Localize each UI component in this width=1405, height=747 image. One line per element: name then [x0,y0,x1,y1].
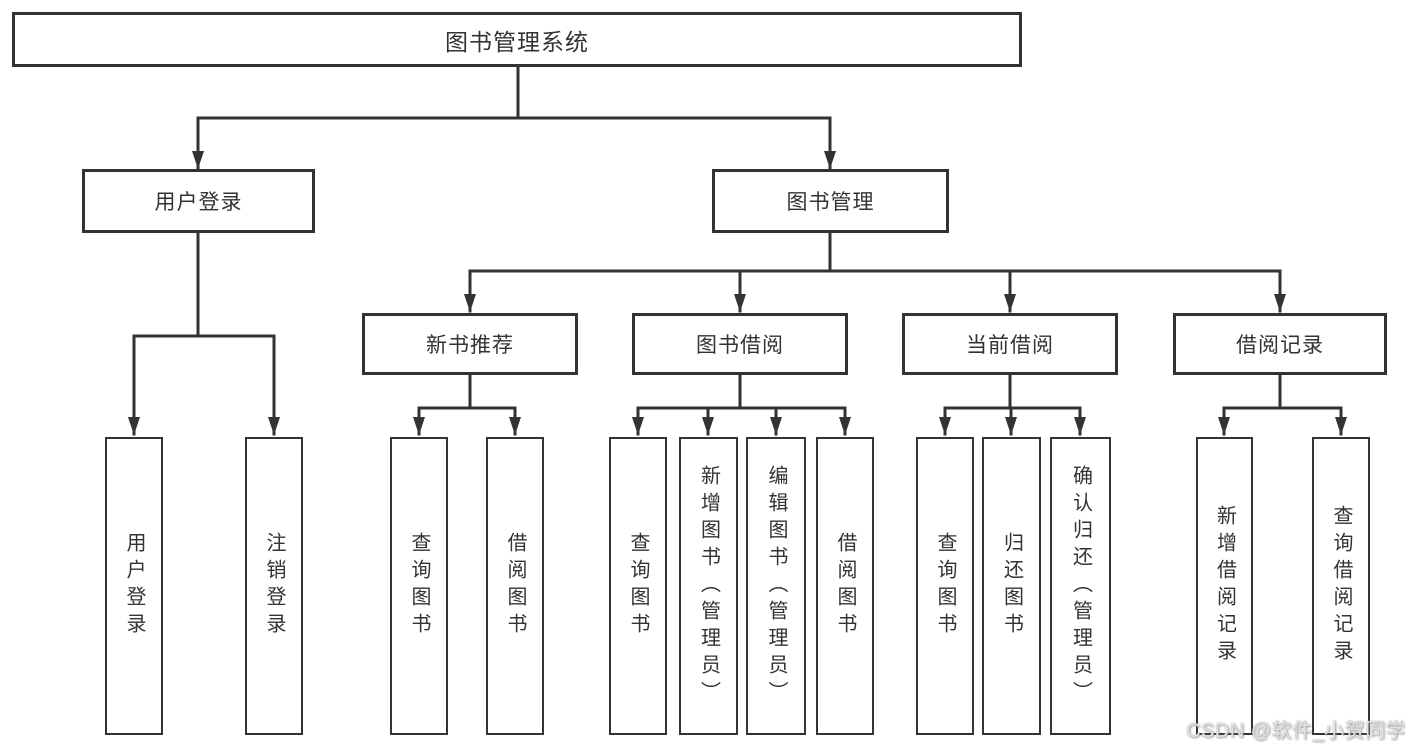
leaf-edit-books-admin: 编辑图书（管理员） [746,437,806,735]
node-label: 确认归还（管理员） [1069,464,1092,708]
node-label: 注销登录 [263,532,285,640]
node-book-management: 图书管理 [712,169,949,233]
node-user-login: 用户登录 [82,169,315,233]
node-borrowing-records: 借阅记录 [1173,313,1387,375]
node-label: 查询借阅记录 [1330,505,1352,667]
leaf-query-books-current: 查询图书 [916,437,974,735]
node-new-book-recommend: 新书推荐 [362,313,578,375]
node-label: 查询图书 [934,532,956,640]
node-label: 新增图书（管理员） [697,464,720,708]
node-system-root: 图书管理系统 [12,12,1022,67]
node-book-borrowing: 图书借阅 [632,313,848,375]
node-label: 编辑图书（管理员） [765,464,787,708]
node-label: 图书管理 [786,191,875,214]
node-label: 借阅记录 [1236,334,1324,357]
leaf-borrow-books: 借阅图书 [816,437,874,735]
node-label: 当前借阅 [966,334,1054,357]
leaf-borrow-books-recommend: 借阅图书 [486,437,544,735]
node-current-borrowing: 当前借阅 [902,313,1118,375]
node-label: 归还图书 [1000,532,1023,640]
node-label: 查询图书 [627,532,649,640]
leaf-add-borrow-record: 新增借阅记录 [1196,437,1253,735]
leaf-query-books-borrow: 查询图书 [609,437,667,735]
node-label: 新书推荐 [426,334,514,357]
leaf-user-login: 用户登录 [105,437,163,735]
leaf-confirm-return-admin: 确认归还（管理员） [1050,437,1111,735]
leaf-add-books-admin: 新增图书（管理员） [679,437,738,735]
node-label: 用户登录 [123,532,145,640]
node-label: 新增借阅记录 [1213,505,1236,667]
node-label: 用户登录 [154,191,243,214]
leaf-query-books-recommend: 查询图书 [390,437,448,735]
leaf-logout: 注销登录 [245,437,303,735]
node-label: 图书借阅 [696,334,784,357]
csdn-watermark: CSDN @软件_小贺同学 [1186,720,1405,742]
leaf-query-borrow-record: 查询借阅记录 [1312,437,1370,735]
node-label: 图书管理系统 [445,28,589,55]
node-label: 查询图书 [408,532,430,640]
node-label: 借阅图书 [834,532,856,640]
node-label: 借阅图书 [504,532,526,640]
leaf-return-books: 归还图书 [982,437,1041,735]
